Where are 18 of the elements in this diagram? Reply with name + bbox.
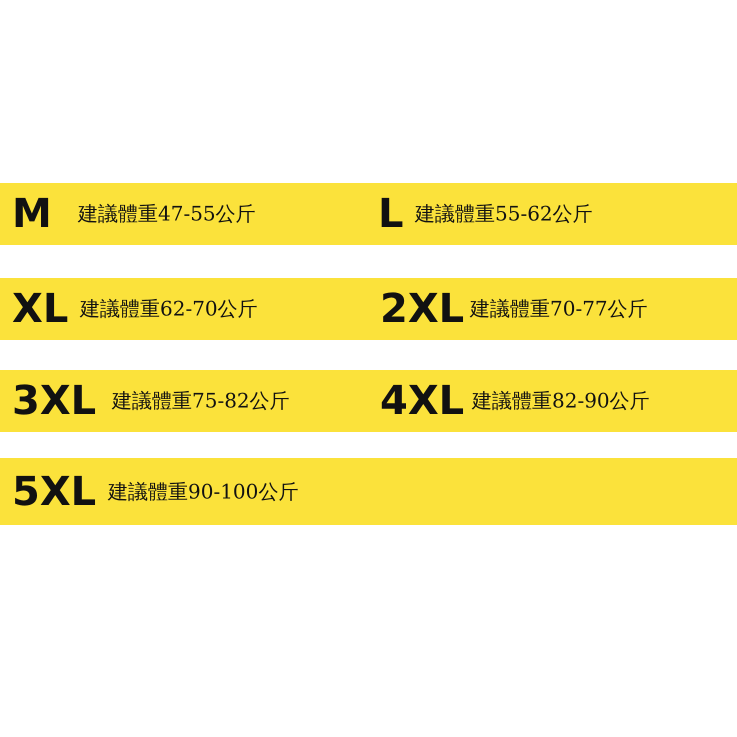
- weight-range-text: 建議體重55-62公斤: [415, 200, 593, 228]
- weight-range-text: 建議體重70-77公斤: [470, 296, 648, 322]
- size-label: L: [378, 191, 404, 237]
- size-label: XL: [12, 286, 68, 332]
- weight-range-text: 建議體重62-70公斤: [80, 296, 258, 322]
- size-label: 2XL: [380, 286, 464, 332]
- size-band: [0, 278, 737, 340]
- size-label: 3XL: [12, 378, 96, 424]
- size-label: 4XL: [380, 378, 464, 424]
- weight-range-text: 建議體重90-100公斤: [108, 478, 298, 505]
- weight-range-text: 建議體重47-55公斤: [78, 200, 256, 228]
- size-label: 5XL: [12, 468, 96, 514]
- weight-range-text: 建議體重82-90公斤: [472, 388, 650, 414]
- size-band: [0, 458, 737, 525]
- size-band: [0, 183, 737, 245]
- weight-range-text: 建議體重75-82公斤: [112, 388, 290, 414]
- size-band: [0, 370, 737, 432]
- size-label: M: [12, 191, 52, 237]
